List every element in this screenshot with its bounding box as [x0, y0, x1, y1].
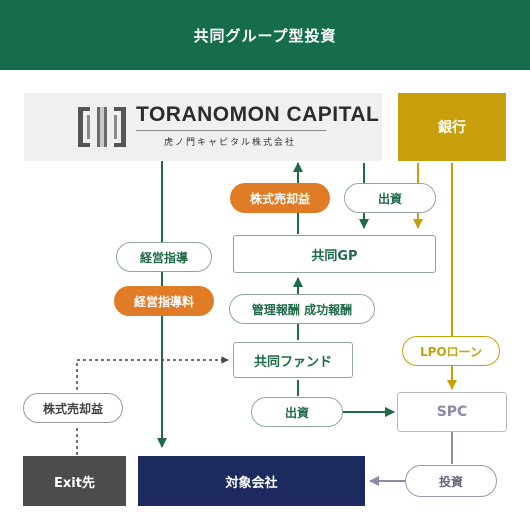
- lpo-loan-label: LPOローン: [402, 336, 500, 366]
- bank-node: 銀行: [398, 93, 506, 161]
- share-sale-gain-exit-label: 株式売却益: [23, 393, 123, 423]
- header-title: 共同グループ型投資: [0, 0, 530, 70]
- joint-gp-node: 共同GP: [233, 235, 436, 273]
- fees-label: 管理報酬 成功報酬: [229, 294, 375, 324]
- joint-fund-node: 共同ファンド: [233, 342, 353, 378]
- management-guidance-label: 経営指導: [116, 242, 212, 272]
- logo-name-en: TORANOMON CAPITAL: [136, 103, 380, 126]
- management-guidance-fee-label: 経営指導料: [114, 286, 214, 316]
- target-company-node: 対象会社: [138, 456, 365, 506]
- investment-top-label: 出資: [344, 183, 436, 213]
- share-sale-gain-top-label: 株式売却益: [230, 183, 330, 213]
- toranomon-capital-logo: TORANOMON CAPITAL 虎ノ門キャピタル株式会社: [24, 93, 382, 161]
- logo-mark-icon: [78, 107, 126, 147]
- investment-fund-label: 出資: [251, 397, 343, 427]
- spc-node: SPC: [397, 392, 507, 432]
- exit-node: Exit先: [23, 456, 126, 506]
- logo-name-ja: 虎ノ門キャピタル株式会社: [164, 138, 297, 148]
- logo-divider: [136, 130, 326, 131]
- line-label-to-fund: [76, 356, 229, 390]
- investment-spc-label: 投資: [405, 465, 497, 497]
